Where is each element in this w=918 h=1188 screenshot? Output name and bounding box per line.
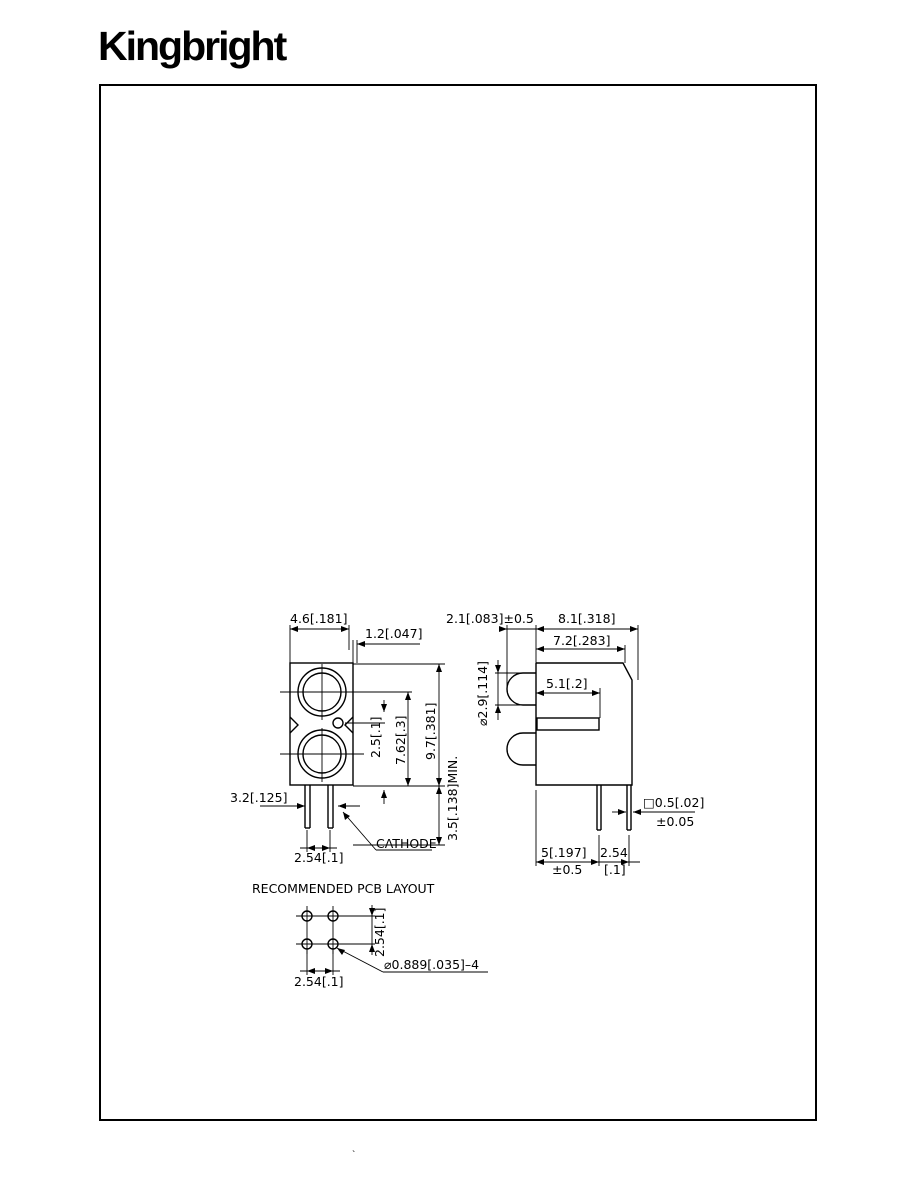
front-body-outline [289, 662, 354, 786]
dim-lead-offset: 3.2[.125] [230, 790, 287, 805]
dim-slot: 5.1[.2] [546, 676, 588, 691]
side-lens-bottom [506, 732, 536, 766]
dim-led-spacing: 2.5[.1] [368, 716, 383, 758]
side-lens-top [506, 672, 536, 706]
dim-inner-height: 7.62[.3] [393, 715, 408, 765]
kingbright-logo: Kingbright [98, 23, 287, 69]
pcb-dim-vertical: 2.54[.1] [372, 907, 387, 957]
dim-depth: 8.1[.318] [558, 611, 615, 626]
polarity-mark [332, 717, 344, 729]
cathode-label: CATHODE [376, 836, 437, 851]
dim-lead-size-tolerance: ±0.05 [656, 814, 694, 829]
side-slot [536, 717, 600, 731]
dim-lead-position: 5[.197] [541, 845, 587, 860]
dim-body-depth: 7.2[.283] [553, 633, 610, 648]
dim-width: 4.6[.181] [290, 611, 347, 626]
dim-height: 9.7[.381] [423, 703, 438, 760]
dim-lens-diameter: ⌀2.9[.114] [475, 661, 490, 726]
drawing-frame [99, 84, 817, 1121]
pcb-dim-horizontal: 2.54[.1] [294, 974, 344, 989]
dim-offset: 1.2[.047] [365, 626, 422, 641]
dim-lead-length: 3.5[.138]MIN. [445, 756, 460, 841]
dim-lead-pitch-inch: [.1] [604, 862, 626, 877]
dim-lens-offset: 2.1[.083]±0.5 [446, 611, 534, 626]
dim-lead-size: □0.5[.02] [643, 795, 704, 810]
pcb-layout-title: RECOMMENDED PCB LAYOUT [252, 881, 435, 896]
pcb-hole-pattern [296, 906, 344, 954]
footer-mark: ` [352, 1150, 356, 1161]
dim-pitch: 2.54[.1] [294, 850, 344, 865]
pcb-dim-hole: ⌀0.889[.035]–4 [384, 957, 479, 972]
dim-lead-pitch: 2.54 [600, 845, 628, 860]
dim-lead-position-tolerance: ±0.5 [552, 862, 582, 877]
